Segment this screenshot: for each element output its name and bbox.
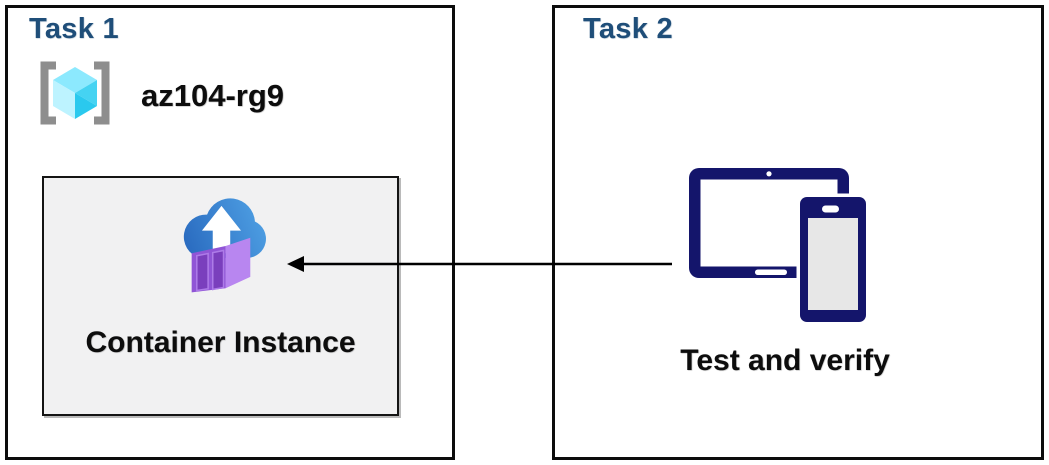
container-instance-icon [168,189,276,301]
task1-title: Task 1 [29,13,119,45]
test-and-verify-label: Test and verify [680,344,890,377]
tablet-and-phone-icon [685,158,875,330]
container-instance-label: Container Instance [85,326,356,359]
resource-group-icon [31,58,119,133]
resource-group-row: az104-rg9 [31,58,284,133]
task2-title: Task 2 [583,13,673,45]
resource-group-name: az104-rg9 [141,77,285,113]
